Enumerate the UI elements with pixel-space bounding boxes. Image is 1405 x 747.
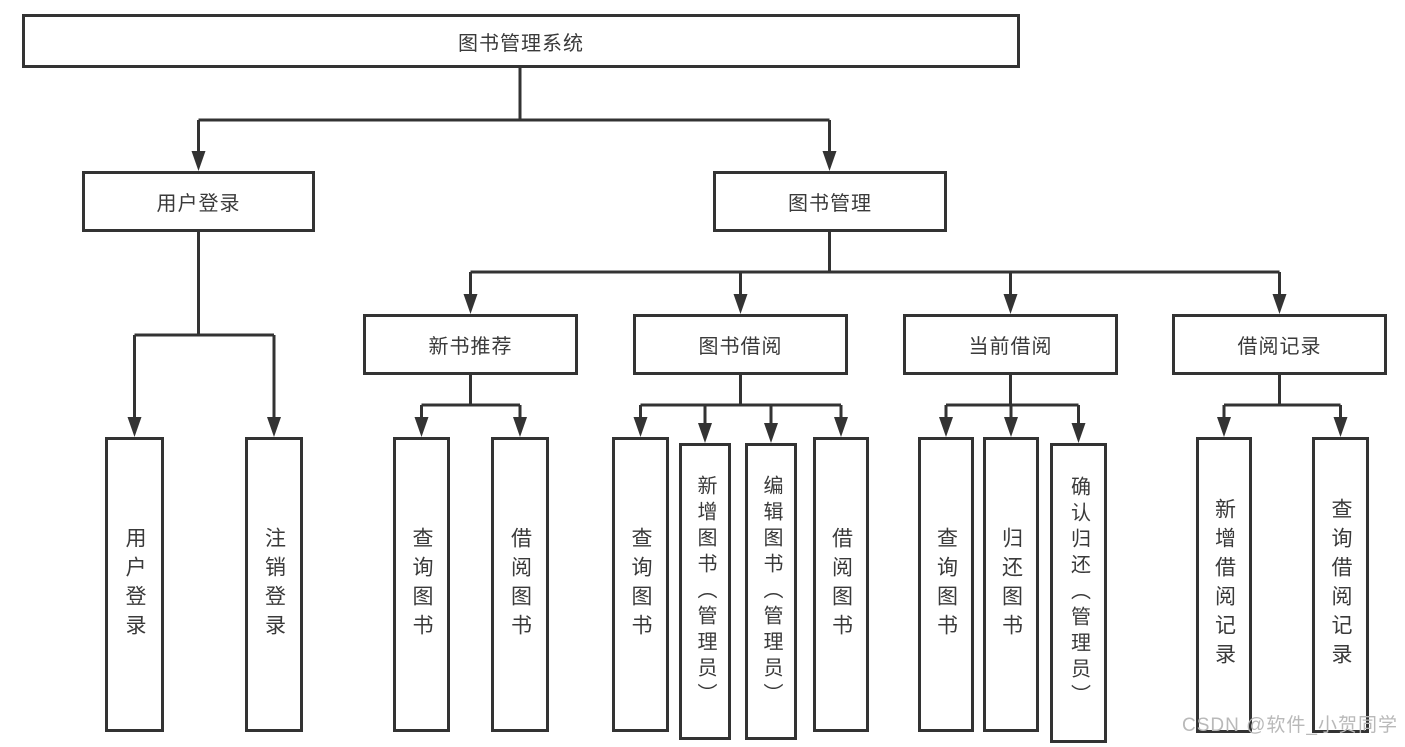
leaf-query-borrow-record: 查询借阅记录: [1312, 437, 1369, 733]
leaf-confirm-return-admin-label: 确认归还（管理员）: [1067, 476, 1090, 710]
leaf-query-books-current: 查询图书: [918, 437, 974, 732]
node-new-book-recommend-label: 新书推荐: [428, 336, 513, 358]
arrowhead-icon: [1217, 417, 1231, 437]
arrowhead-icon: [414, 417, 429, 437]
node-book-management: 图书管理: [713, 171, 947, 232]
connector-path: [133, 232, 276, 433]
connector-path: [639, 375, 843, 439]
node-new-book-recommend: 新书推荐: [363, 314, 578, 375]
connector-path: [420, 375, 522, 433]
leaf-add-borrow-record: 新增借阅记录: [1196, 437, 1252, 733]
arrowhead-icon: [1333, 417, 1348, 437]
node-root: 图书管理系统: [22, 14, 1020, 68]
leaf-query-books-current-label: 查询图书: [934, 526, 958, 643]
leaf-query-books-borrow: 查询图书: [612, 437, 669, 732]
leaf-logout-label: 注销登录: [262, 526, 286, 643]
leaf-query-books-recommend-label: 查询图书: [410, 526, 433, 643]
leaf-edit-book-admin-label: 编辑图书（管理员）: [760, 474, 782, 709]
arrowhead-icon: [1004, 417, 1018, 437]
arrowhead-icon: [939, 417, 953, 437]
node-root-label: 图书管理系统: [458, 32, 584, 55]
leaf-query-borrow-record-label: 查询借阅记录: [1329, 498, 1352, 672]
leaf-borrow-books-recommend: 借阅图书: [491, 437, 549, 732]
arrowhead-icon: [513, 417, 527, 437]
node-book-borrow-label: 图书借阅: [698, 336, 783, 358]
node-borrow-records: 借阅记录: [1172, 314, 1387, 375]
node-user-login: 用户登录: [82, 171, 315, 232]
leaf-borrow-books-borrow-label: 借阅图书: [829, 526, 853, 643]
arrowhead-icon: [463, 294, 478, 314]
arrowhead-icon: [267, 417, 281, 437]
connector-path: [1222, 375, 1342, 433]
arrowhead-icon: [1272, 294, 1287, 314]
connector-path: [197, 68, 831, 167]
arrowhead-icon: [1071, 423, 1086, 443]
node-current-borrow: 当前借阅: [903, 314, 1118, 375]
watermark: CSDN @软件_小贺同学: [1182, 715, 1398, 736]
leaf-user-login: 用户登录: [105, 437, 164, 732]
leaf-query-books-recommend: 查询图书: [393, 437, 450, 732]
leaf-add-borrow-record-label: 新增借阅记录: [1212, 498, 1236, 672]
arrowhead-icon: [127, 417, 142, 437]
arrowhead-icon: [834, 417, 848, 437]
arrowhead-icon: [1003, 294, 1018, 314]
arrowhead-icon: [633, 417, 648, 437]
leaf-logout: 注销登录: [245, 437, 303, 732]
leaf-confirm-return-admin: 确认归还（管理员）: [1050, 443, 1107, 743]
leaf-edit-book-admin: 编辑图书（管理员）: [745, 443, 797, 740]
leaf-return-books-label: 归还图书: [999, 526, 1023, 643]
node-user-login-label: 用户登录: [156, 193, 241, 215]
leaf-add-book-admin-label: 新增图书（管理员）: [694, 474, 716, 709]
arrowhead-icon: [822, 151, 837, 171]
leaf-query-books-borrow-label: 查询图书: [629, 526, 652, 643]
node-current-borrow-label: 当前借阅: [968, 336, 1053, 358]
arrowhead-icon: [764, 423, 778, 443]
arrowhead-icon: [698, 423, 712, 443]
leaf-borrow-books-recommend-label: 借阅图书: [508, 526, 532, 643]
leaf-borrow-books-borrow: 借阅图书: [813, 437, 869, 732]
node-book-management-label: 图书管理: [788, 193, 872, 215]
connector-path: [469, 232, 1281, 310]
node-book-borrow: 图书借阅: [633, 314, 848, 375]
arrowhead-icon: [733, 294, 748, 314]
leaf-add-book-admin: 新增图书（管理员）: [679, 443, 731, 740]
leaf-return-books: 归还图书: [983, 437, 1039, 732]
leaf-user-login-label: 用户登录: [123, 526, 146, 643]
node-borrow-records-label: 借阅记录: [1237, 336, 1322, 358]
arrowhead-icon: [191, 151, 206, 171]
